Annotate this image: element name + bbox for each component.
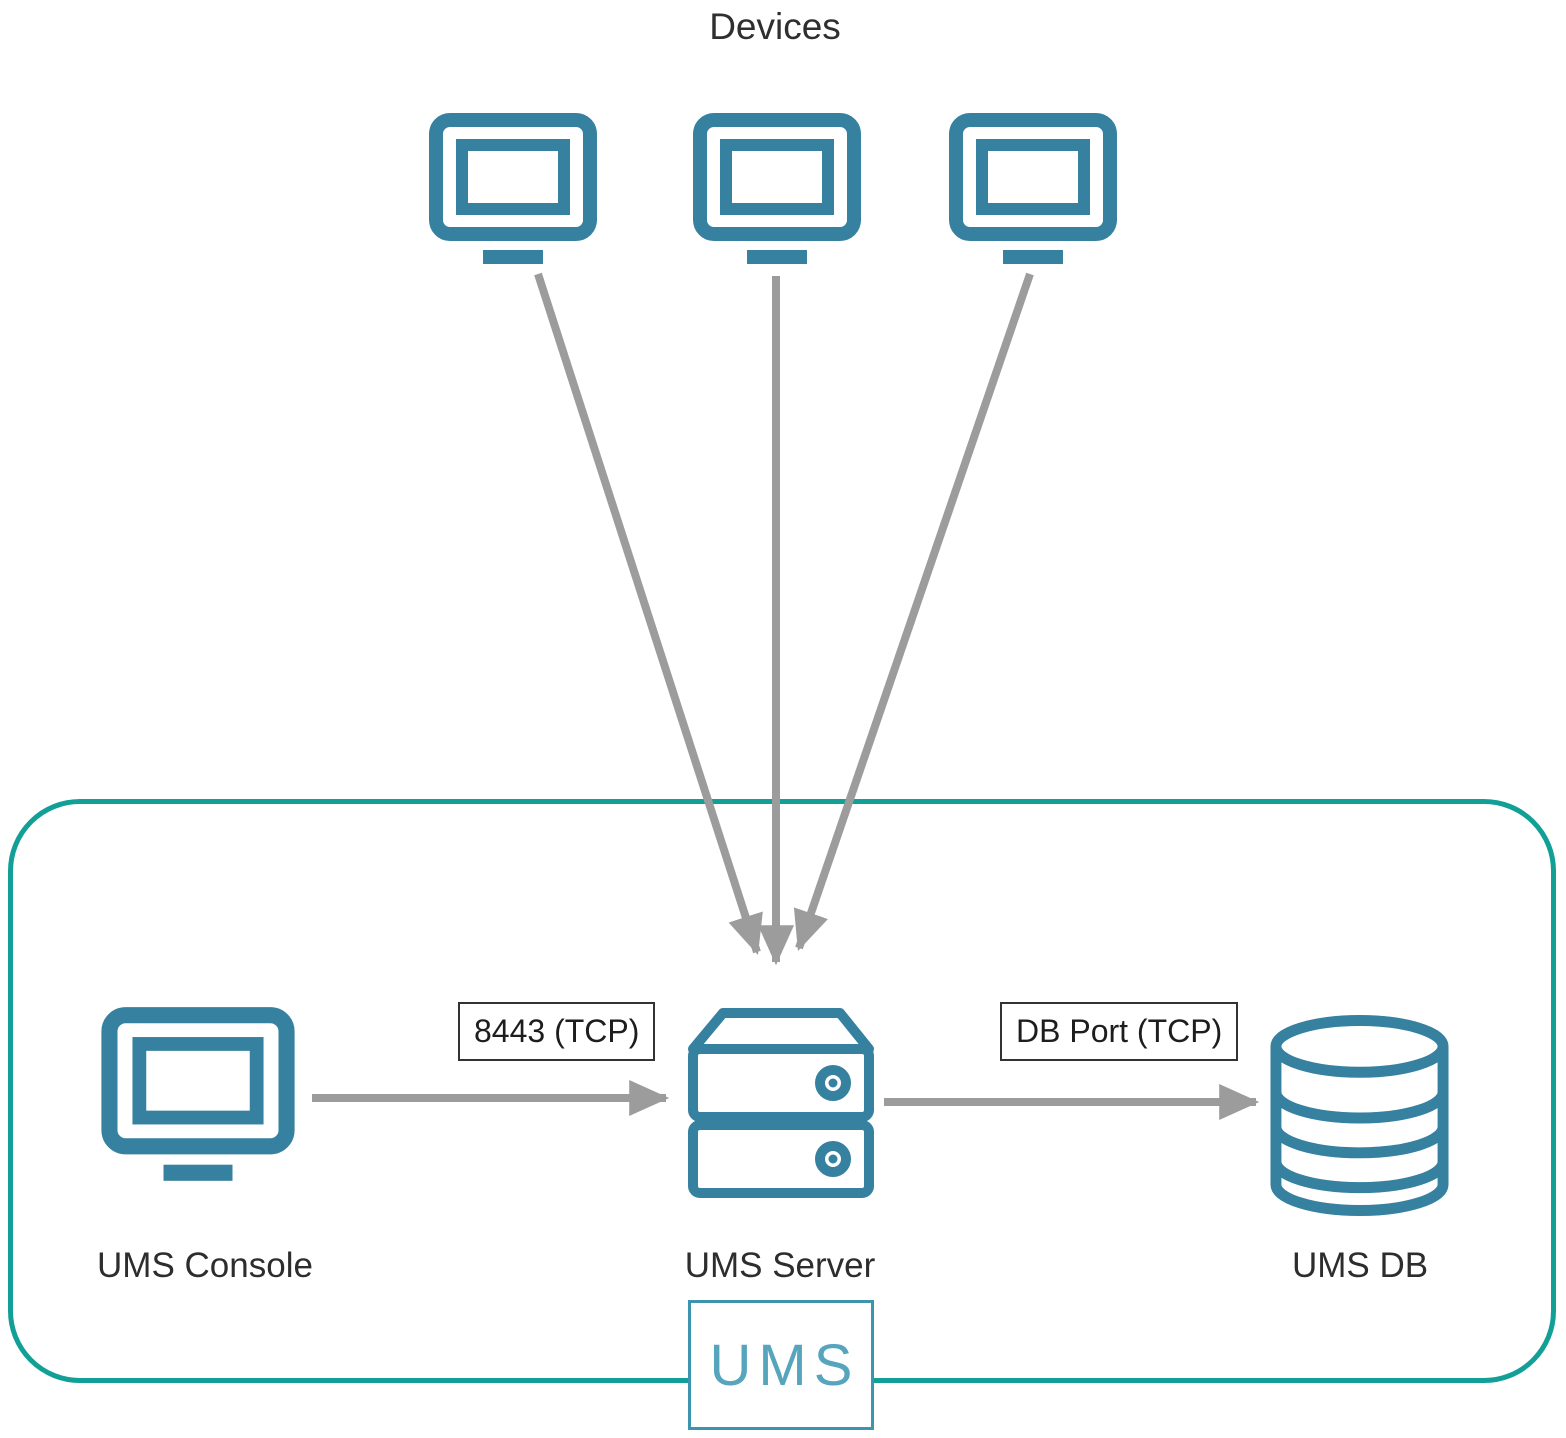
ums-db-node bbox=[1268, 1013, 1452, 1218]
ums-server-label: UMS Server bbox=[684, 1246, 876, 1285]
ums-badge: UMS bbox=[688, 1300, 874, 1430]
device-node-1 bbox=[428, 112, 598, 272]
monitor-icon bbox=[949, 113, 1117, 264]
device-node-2 bbox=[692, 112, 862, 272]
ums-console-node bbox=[100, 1006, 296, 1190]
monitor-icon bbox=[693, 113, 861, 264]
ums-console-icon bbox=[101, 1007, 295, 1181]
port-8443-label: 8443 (TCP) bbox=[458, 1002, 656, 1061]
devices-title: Devices bbox=[709, 6, 841, 47]
ums-server-node bbox=[683, 1005, 878, 1205]
monitor-icon bbox=[429, 113, 597, 264]
ums-server-icon bbox=[688, 1008, 874, 1198]
device-node-3 bbox=[948, 112, 1118, 272]
db-port-label: DB Port (TCP) bbox=[1000, 1002, 1239, 1061]
ums-db-icon bbox=[1270, 1015, 1449, 1216]
ums-console-label: UMS Console bbox=[97, 1246, 313, 1285]
ums-db-label: UMS DB bbox=[1291, 1246, 1429, 1285]
